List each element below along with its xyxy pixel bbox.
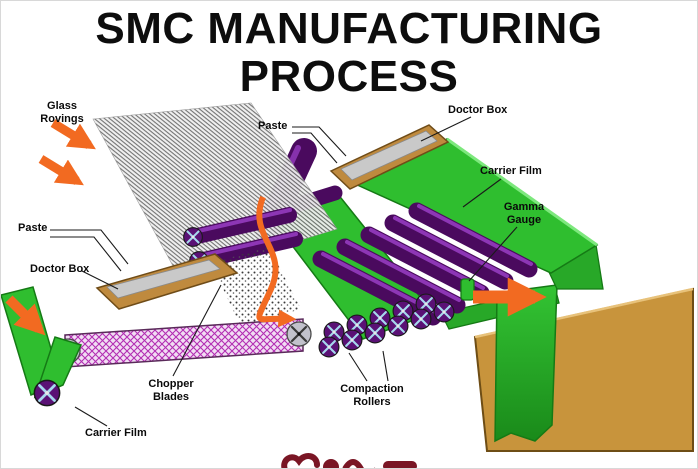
compound-belt: [54, 318, 313, 368]
label-carrier-film-bottom: Carrier Film: [85, 427, 147, 439]
page-title: SMC MANUFACTURING PROCESS: [1, 4, 697, 102]
chopped-fiber-fall: [211, 247, 301, 327]
label-doctor-box-top: Doctor Box: [448, 104, 508, 116]
page-title-line1: SMC MANUFACTURING: [95, 4, 603, 53]
film-feed-arrow: [5, 295, 46, 336]
page-title-line2: PROCESS: [239, 52, 459, 102]
label-doctor-box-left: Doctor Box: [30, 263, 90, 275]
roving-feed-arrow-1: [50, 119, 96, 150]
label-compaction-rollers: Compaction Rollers: [340, 383, 404, 409]
flow-arrows: [5, 119, 547, 336]
label-paste-left: Paste: [18, 222, 48, 234]
label-paste-top: Paste: [258, 120, 288, 132]
label-gamma-gauge: Gamma Gauge: [503, 201, 545, 227]
center-flow-arrow: [256, 195, 297, 328]
doctor-box-top-part: [329, 124, 450, 190]
roving-feed-arrow-2: [38, 155, 84, 186]
label-glass-rovings: Glass Rovings: [40, 100, 84, 126]
doctor-box-lower-part: [95, 253, 239, 310]
label-carrier-film-top: Carrier Film: [480, 165, 542, 177]
gamma-gauge-sensor: [460, 278, 475, 301]
glass-roving-strands: [92, 102, 338, 278]
label-chopper-blades: Chopper Blades: [148, 378, 194, 404]
leader-lines: [50, 116, 518, 427]
bottom-logo-fragment: [281, 453, 417, 468]
